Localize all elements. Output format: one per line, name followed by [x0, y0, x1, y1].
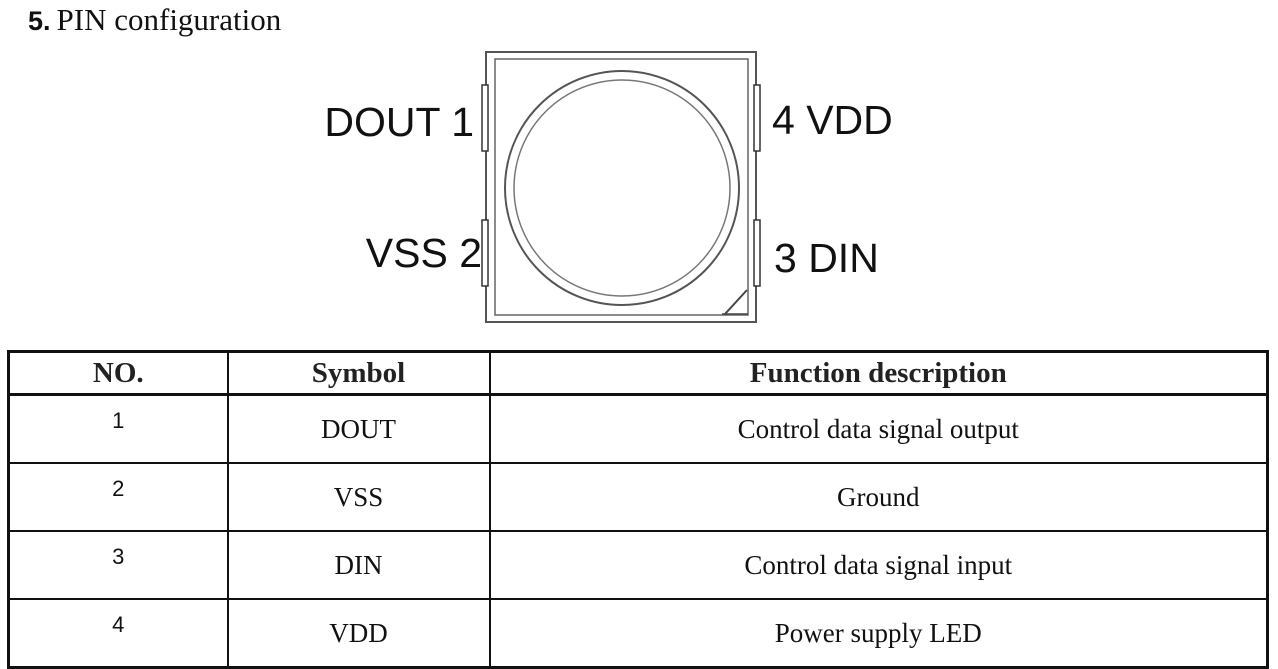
header-no: NO.: [7, 350, 229, 396]
lens-inner-ring: [513, 79, 731, 297]
cell-symbol: DOUT: [226, 393, 491, 464]
cell-symbol: VDD: [226, 598, 491, 669]
pin-label-1: DOUT 1: [324, 99, 474, 145]
pin-label-2: VSS 2: [366, 230, 482, 276]
cell-symbol: VSS: [226, 462, 491, 532]
section-number: 5.: [28, 6, 51, 36]
led-package-outline: [485, 51, 757, 323]
table-row: 1 DOUT Control data signal output: [7, 393, 1269, 464]
pin-tab-4: [753, 84, 761, 152]
cell-no: 3: [7, 530, 229, 600]
cell-function: Control data signal input: [488, 530, 1269, 600]
lens-outer-ring: [504, 70, 740, 306]
section-title: PIN configuration: [56, 2, 282, 37]
cell-no: 2: [7, 462, 229, 532]
pin-table: NO. Symbol Function description 1 DOUT C…: [7, 350, 1269, 669]
header-symbol: Symbol: [226, 350, 491, 396]
pin-tab-2: [481, 219, 489, 287]
header-function: Function description: [488, 350, 1269, 396]
cell-no: 1: [7, 393, 229, 464]
table-row: 2 VSS Ground: [7, 462, 1269, 532]
cell-no: 4: [7, 598, 229, 669]
pin-diagram: DOUT 1 VSS 2 4 VDD 3 DIN: [324, 51, 893, 323]
table-row: 3 DIN Control data signal input: [7, 530, 1269, 600]
pin-tab-3: [753, 219, 761, 287]
pin-label-3: 3 DIN: [774, 235, 879, 281]
table-header-row: NO. Symbol Function description: [7, 350, 1269, 396]
table-row: 4 VDD Power supply LED: [7, 598, 1269, 669]
pin-label-4: 4 VDD: [772, 97, 893, 143]
cell-function: Control data signal output: [488, 393, 1269, 464]
polarity-mark: [724, 289, 748, 315]
cell-function: Power supply LED: [488, 598, 1269, 669]
section-heading: 5. PIN configuration: [28, 2, 281, 42]
pin-tab-1: [481, 84, 489, 152]
cell-function: Ground: [488, 462, 1269, 532]
cell-symbol: DIN: [226, 530, 491, 600]
led-package-inner: [494, 58, 749, 316]
